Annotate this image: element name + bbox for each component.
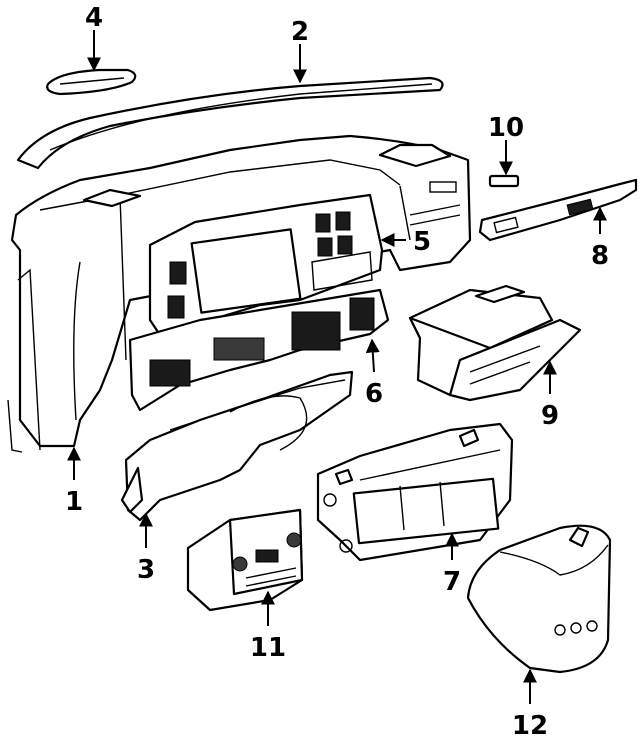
callout-7: 7 bbox=[443, 567, 461, 597]
callout-12: 12 bbox=[512, 711, 548, 740]
callout-8: 8 bbox=[591, 241, 609, 271]
part-lower-trim-panel bbox=[120, 370, 354, 522]
part-radio bbox=[186, 508, 304, 612]
part-upper-trim-pad bbox=[16, 76, 444, 170]
part-cluster-bezel bbox=[148, 193, 384, 337]
callout-1: 1 bbox=[65, 487, 83, 517]
part-switch-trim-strip bbox=[478, 178, 638, 242]
callout-9: 9 bbox=[541, 401, 559, 431]
callout-10: 10 bbox=[488, 113, 524, 143]
callout-4: 4 bbox=[85, 3, 103, 33]
callout-3: 3 bbox=[137, 555, 155, 585]
callout-2: 2 bbox=[291, 17, 309, 47]
part-lower-bezel bbox=[128, 288, 390, 412]
leader-6 bbox=[365, 338, 380, 373]
callout-labels: 1 2 3 4 5 6 7 8 9 10 11 12 bbox=[65, 3, 609, 740]
callout-5: 5 bbox=[413, 227, 431, 257]
callout-11: 11 bbox=[250, 633, 286, 663]
part-defroster-grille bbox=[46, 68, 137, 96]
part-console-cover bbox=[466, 524, 612, 674]
part-small-switch bbox=[488, 174, 520, 188]
part-glove-box bbox=[408, 284, 582, 402]
callout-6: 6 bbox=[365, 379, 383, 409]
part-center-bezel bbox=[316, 422, 514, 562]
leader-lines bbox=[67, 30, 607, 704]
